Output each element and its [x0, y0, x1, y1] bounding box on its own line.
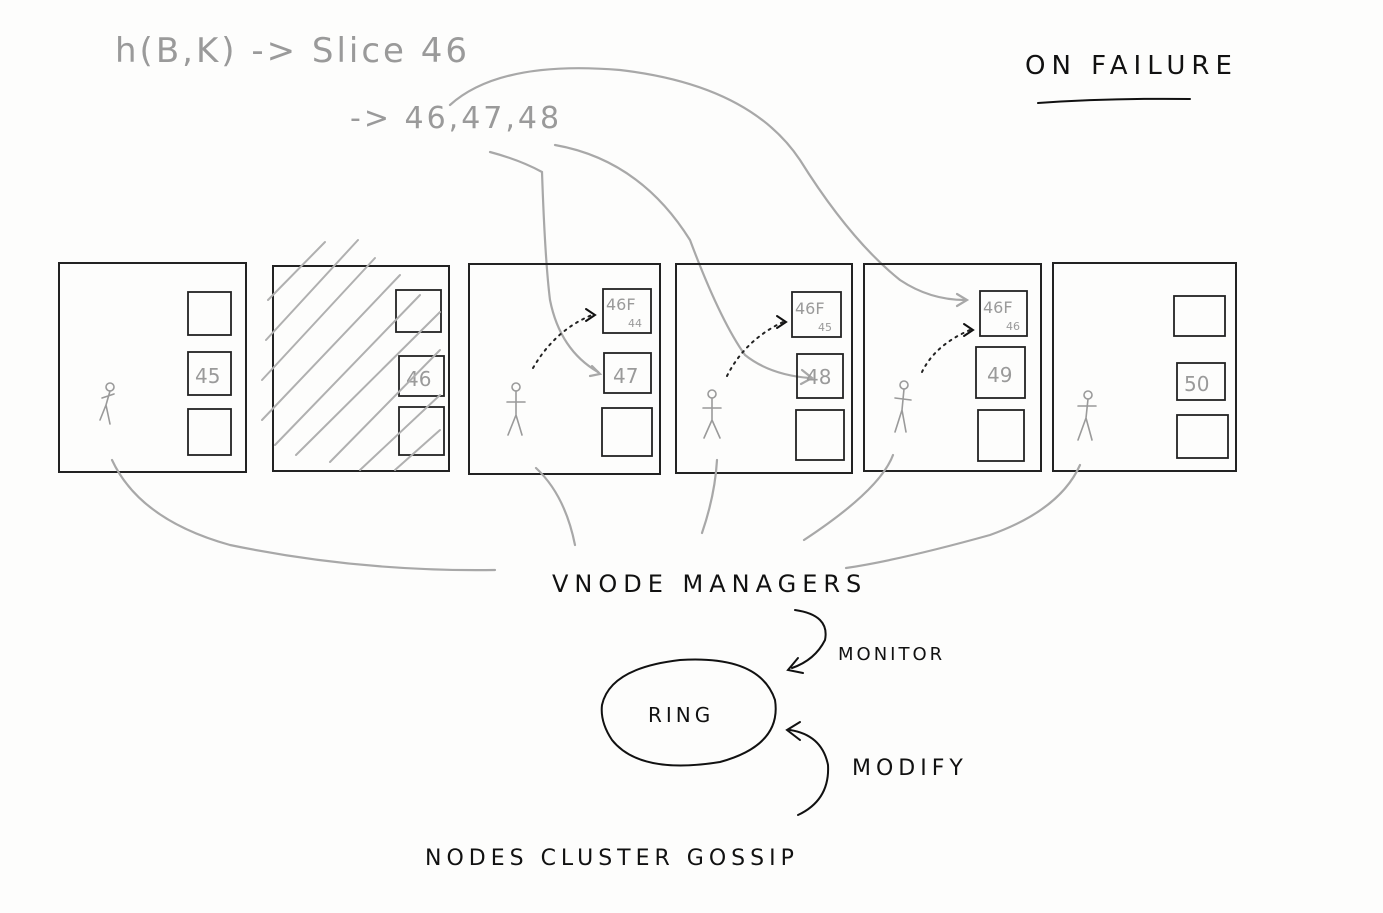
arrow-48	[553, 143, 812, 380]
monitor-arrowhead	[786, 657, 804, 674]
modify-arrow	[789, 729, 830, 816]
ring-shape	[600, 658, 777, 767]
node-6	[1052, 262, 1237, 472]
vnode-manager-3-icon	[506, 382, 526, 436]
node-4	[675, 263, 853, 474]
vnode-manager-6-icon	[1077, 390, 1097, 441]
vnode-manager-5-icon	[894, 380, 912, 433]
node-3-slot-mid	[603, 352, 652, 394]
node-4-slot-top-sublabel: 45	[818, 321, 832, 334]
link-manager-6	[844, 463, 1082, 570]
arrow-49	[448, 67, 967, 302]
node-5-slot-mid	[975, 346, 1026, 399]
vnode-manager-1-icon	[99, 382, 115, 425]
node-3-handoff-arrowhead	[585, 308, 597, 322]
monitor-arrow	[791, 609, 827, 669]
node-1-slot-top	[187, 291, 232, 336]
node-6-slot-bottom	[1176, 414, 1229, 459]
node-3-slot-mid-label: 47	[613, 364, 638, 388]
heading-on-failure: ON FAILURE	[1025, 51, 1238, 81]
node-4-slot-mid	[796, 353, 844, 399]
node-3	[468, 263, 661, 475]
link-manager-3	[534, 466, 577, 547]
node-6-slot-mid	[1176, 362, 1226, 401]
link-manager-4	[700, 458, 719, 535]
node-5-handoff-arrowhead	[963, 323, 975, 337]
link-manager-1	[110, 458, 497, 572]
arrow-47	[488, 150, 600, 374]
node-4-slot-top	[791, 291, 842, 338]
node-2-slot-bottom	[398, 406, 445, 456]
node-5-handoff-arrow	[921, 329, 971, 373]
node-5-slot-top-label: 46F	[983, 298, 1013, 317]
node-3-handoff-arrow	[532, 314, 593, 369]
node-1-slot-mid	[187, 351, 232, 396]
node-3-slot-top-label: 46F	[606, 295, 636, 314]
vnode-managers-label: VNODE MANAGERS	[552, 570, 867, 598]
failure-hatching	[261, 239, 441, 471]
modify-label: MODIFY	[852, 756, 968, 781]
heading-underline	[1037, 97, 1191, 104]
node-3-slot-top	[602, 288, 652, 334]
ring-label: RING	[648, 703, 714, 727]
arrow-48-head	[799, 368, 814, 386]
node-2-slot-mid	[398, 355, 445, 397]
hash-note: h(B,K) -> Slice 46	[115, 31, 470, 71]
arrow-49-head	[955, 292, 970, 308]
node-6-slot-top	[1173, 295, 1226, 337]
node-4-handoff-arrowhead	[776, 315, 788, 329]
node-1-slot-bottom	[187, 408, 232, 456]
gossip-label: NODES CLUSTER GOSSIP	[425, 846, 799, 871]
node-5-slot-top-sublabel: 46	[1006, 320, 1020, 333]
node-1-slot-mid-label: 45	[195, 364, 220, 388]
node-5-slot-mid-label: 49	[987, 363, 1012, 387]
link-manager-5	[802, 453, 895, 542]
vnode-manager-4-icon	[702, 389, 722, 439]
node-6-slot-mid-label: 50	[1184, 372, 1209, 396]
node-4-slot-bottom	[795, 409, 845, 461]
node-5-slot-bottom	[977, 409, 1025, 462]
node-3-slot-bottom	[601, 407, 653, 457]
monitor-label: MONITOR	[838, 644, 945, 665]
node-5	[863, 263, 1042, 472]
node-4-slot-top-label: 46F	[795, 299, 825, 318]
node-4-slot-mid-label: 48	[806, 365, 831, 389]
arrow-47-head	[588, 364, 603, 378]
modify-arrowhead	[785, 721, 801, 741]
node-4-handoff-arrow	[726, 321, 784, 377]
replica-note: -> 46,47,48	[350, 101, 562, 136]
node-5-slot-top	[979, 290, 1028, 337]
node-3-slot-top-sublabel: 44	[628, 317, 642, 330]
node-1	[58, 262, 247, 473]
